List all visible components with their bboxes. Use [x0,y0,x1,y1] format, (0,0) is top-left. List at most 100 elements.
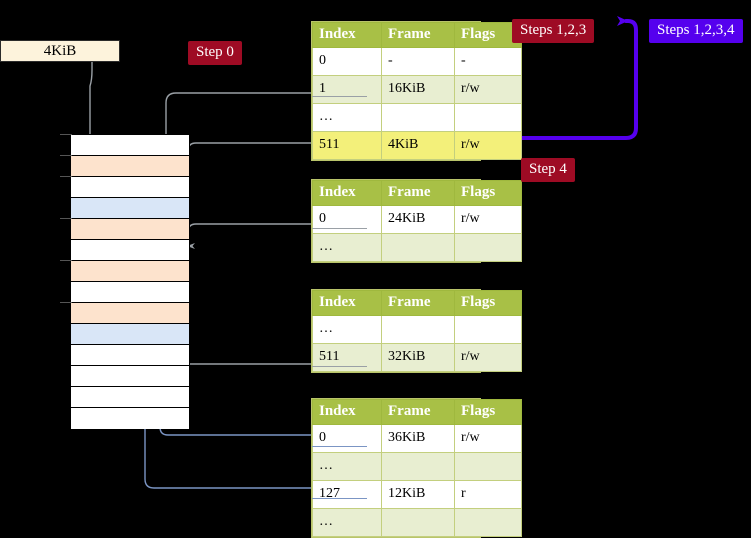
cell-frame: 24KiB [381,205,455,234]
cell-index: 0 [312,424,382,453]
cell-flags [454,508,522,537]
cell-index: … [312,508,382,537]
cell-flags: r/w [454,131,522,160]
column-header-frame: Frame [381,22,455,48]
cell-index: 127 [312,480,382,509]
column-header-index: Index [312,290,382,316]
memory-tick [60,302,72,303]
memory-tick [60,134,72,135]
table-header-row: Index Frame Flags [312,180,522,206]
cell-frame [381,508,455,537]
memory-row [71,345,189,366]
cell-index: … [312,315,382,344]
cell-frame: - [381,47,455,76]
cell-frame [381,233,455,262]
page-table-pml4: Index Frame Flags 0 - - 1 16KiB r/w … 51… [311,21,522,161]
cell-flags [454,233,522,262]
column-header-index: Index [312,399,382,425]
cell-flags: r/w [454,75,522,104]
badge-step-4: Step 4 [521,158,575,182]
kib-box-label: 4KiB [43,43,77,59]
column-header-index: Index [312,22,382,48]
memory-row [71,324,189,345]
table-row: … [312,452,522,481]
memory-tick [60,260,72,261]
memory-tick [60,155,72,156]
violet-step-arrow [483,16,638,140]
link-anchor-pml4-index-1 [312,96,367,97]
link-anchor-pd-index-511 [312,366,367,367]
memory-row [71,198,189,219]
table-row: 0 - - [312,47,522,76]
cell-index: … [312,233,382,262]
badge-step-0-label: Step 0 [196,44,234,60]
column-header-index: Index [312,180,382,206]
cell-index: 0 [312,47,382,76]
cell-index: 1 [312,75,382,104]
memory-row [71,219,189,240]
table-row: 511 4KiB r/w [312,131,522,160]
table-header-row: Index Frame Flags [312,399,522,425]
table-row: … [312,233,522,262]
cell-index: 511 [312,131,382,160]
cell-frame: 4KiB [381,131,455,160]
link-anchor-pt-index-0 [312,446,367,447]
cell-index: … [312,103,382,132]
column-header-flags: Flags [454,399,522,425]
link-anchor-pdpt-index-0 [312,228,367,229]
steps-1234-arrow [483,16,638,140]
cell-frame [381,103,455,132]
cell-flags: r/w [454,424,522,453]
table-row: 511 32KiB r/w [312,343,522,372]
memory-row [71,282,189,303]
page-table-pd: Index Frame Flags … 511 32KiB r/w [311,289,522,373]
memory-row [71,303,189,324]
memory-row [71,366,189,387]
memory-row [71,387,189,408]
table-header-row: Index Frame Flags [312,290,522,316]
column-header-flags: Flags [454,180,522,206]
table-row: 127 12KiB r [312,480,522,509]
physical-frame-4kib-box: 4KiB [0,40,120,62]
link-anchor-pt-index-127 [312,498,367,499]
table-row: … [312,315,522,344]
cell-flags: - [454,47,522,76]
connector-pml4-1-to-memory [165,92,481,195]
memory-tick [60,218,72,219]
memory-row [71,156,189,177]
table-row: … [312,103,522,132]
physical-memory-column [70,134,190,429]
memory-tick [60,176,72,177]
column-header-frame: Frame [381,290,455,316]
badge-steps-123: Steps 1,2,3 [512,19,595,43]
cell-flags: r [454,480,522,509]
column-header-frame: Frame [381,399,455,425]
cell-frame [381,452,455,481]
badge-step-4-label: Step 4 [529,161,567,177]
table-row: 0 24KiB r/w [312,205,522,234]
connector-kib-to-memory [89,62,97,151]
table-header-row: Index Frame Flags [312,22,522,48]
cell-flags: r/w [454,205,522,234]
cell-flags [454,452,522,481]
cell-flags: r/w [454,343,522,372]
cell-index: 511 [312,343,382,372]
table-row: … [312,508,522,537]
badge-steps-1234: Steps 1,2,3,4 [649,19,743,43]
table-row: 1 16KiB r/w [312,75,522,104]
badge-steps-123-label: Steps 1,2,3 [520,22,587,38]
column-header-flags: Flags [454,290,522,316]
cell-frame [381,315,455,344]
memory-row [71,261,189,282]
cell-frame: 36KiB [381,424,455,453]
page-table-pt: Index Frame Flags 0 36KiB r/w … 127 12Ki… [311,398,522,538]
cell-flags [454,103,522,132]
cell-frame: 32KiB [381,343,455,372]
memory-row [71,177,189,198]
connector-pt-127-to-memory [144,222,481,489]
page-table-pdpt: Index Frame Flags 0 24KiB r/w … [311,179,522,263]
column-header-frame: Frame [381,180,455,206]
cell-frame: 12KiB [381,480,455,509]
memory-row [71,135,189,156]
